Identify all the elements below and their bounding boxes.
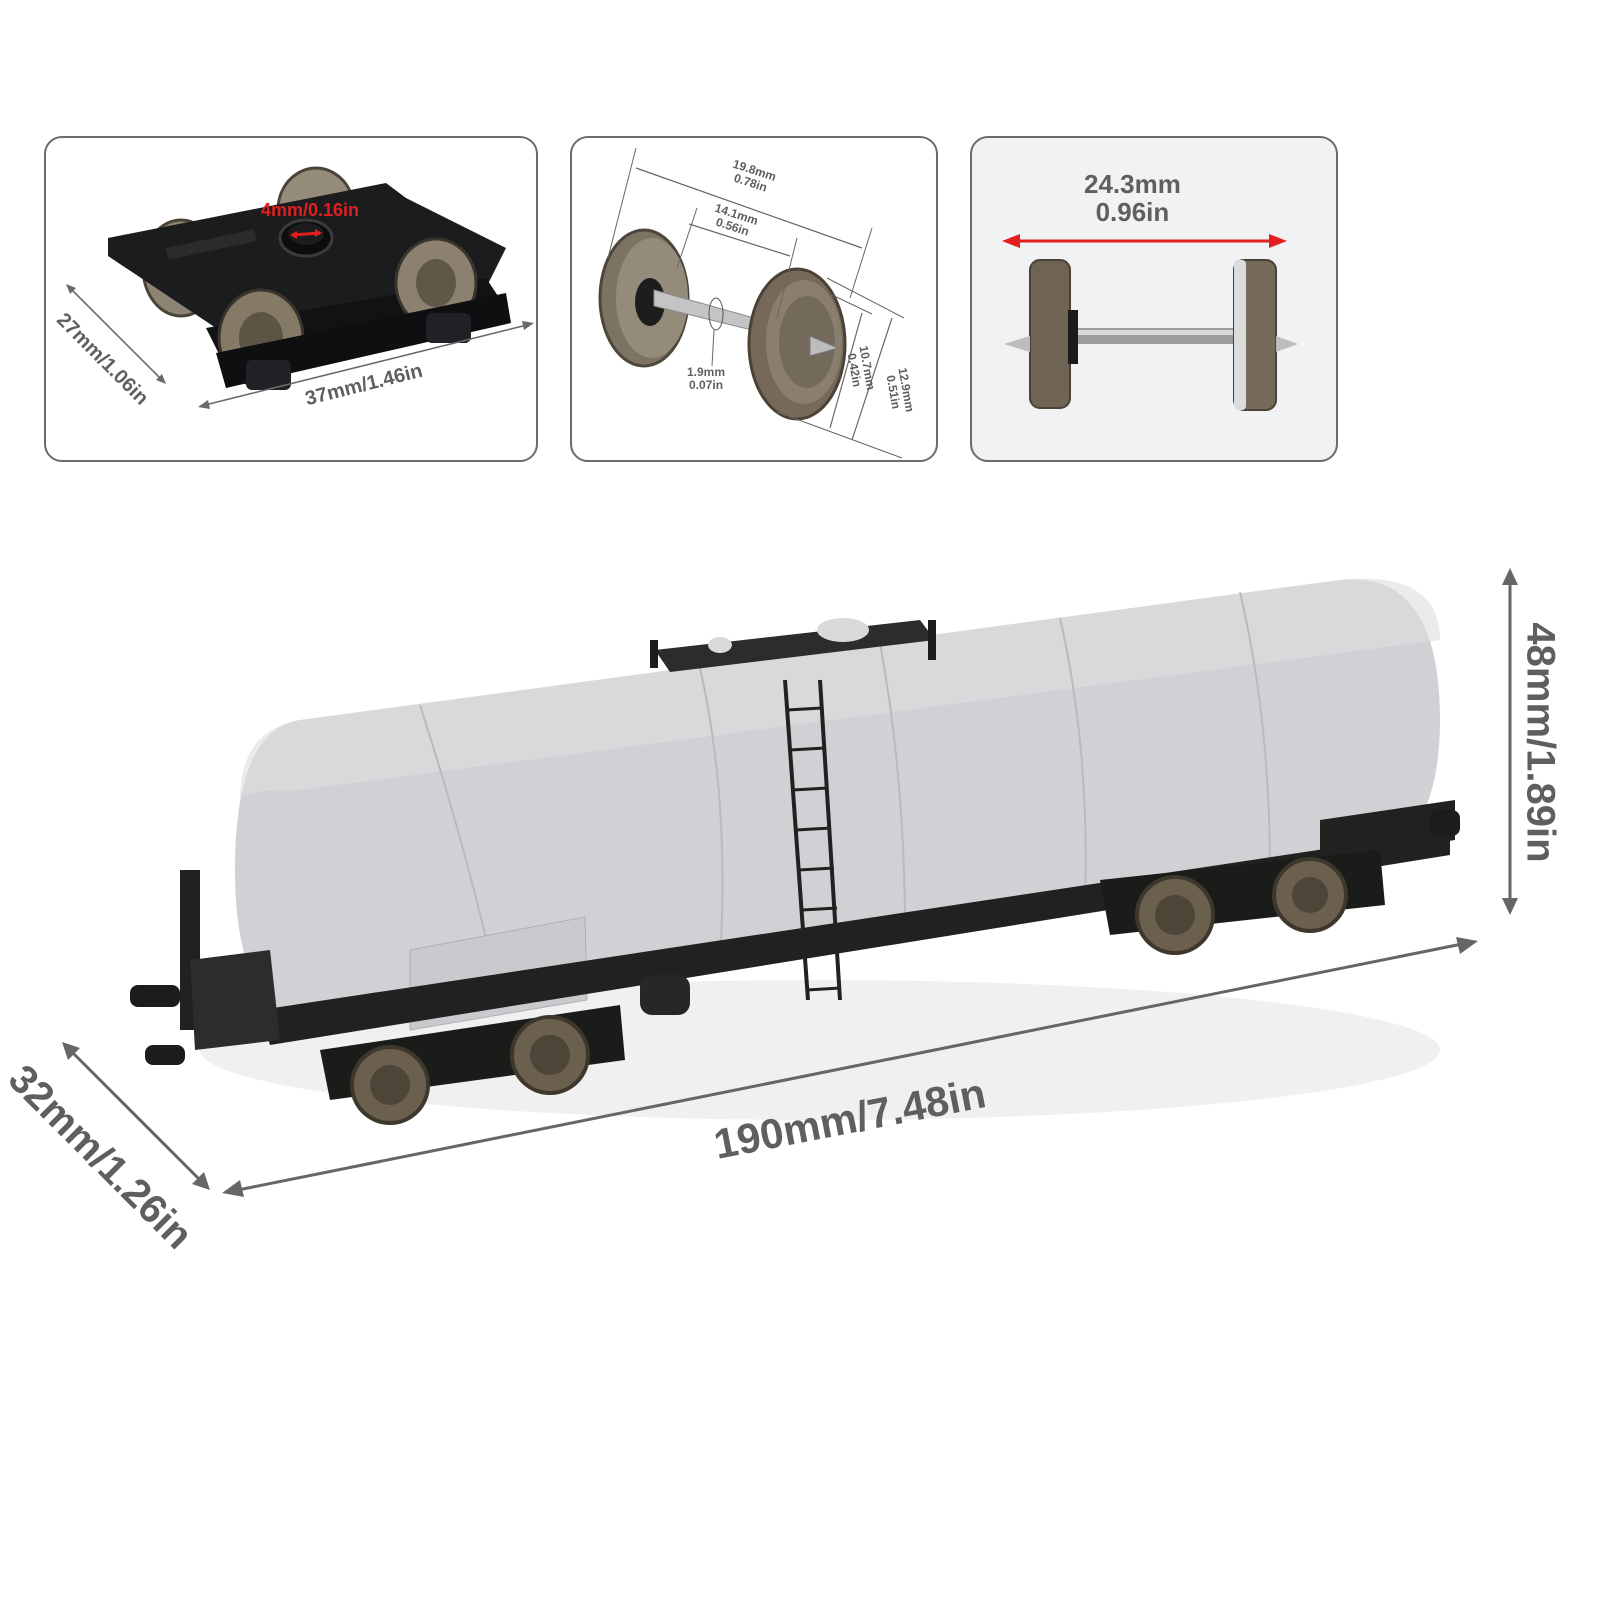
axle-length-mm: 24.3mm — [1084, 169, 1181, 199]
axle-diameter-in: 0.07in — [689, 378, 724, 392]
axle-length-in: 0.96in — [1095, 197, 1170, 227]
wheelset-image — [598, 147, 905, 459]
axle-diameter-dimension: 1.9mm 0.07in — [687, 366, 725, 392]
axle-length-panel: 24.3mm 0.96in — [970, 136, 1338, 462]
bogie-pivot-dimension: 4mm/0.16in — [261, 200, 360, 220]
axle-length-dimension: 24.3mm 0.96in — [1084, 170, 1181, 226]
axle-length-image — [1002, 234, 1298, 411]
wagon-height-dimension: 48mm/1.89in — [1518, 622, 1563, 863]
bogie-panel: 4mm/0.16in 27mm/1.06in 37mm/1.46in — [44, 136, 538, 462]
axle-diameter-mm: 1.9mm — [687, 365, 726, 379]
wheelset-panel: 19.8mm 0.78in 14.1mm 0.56in 1.9mm 0.07in… — [570, 136, 938, 462]
bogie-image — [66, 166, 534, 409]
